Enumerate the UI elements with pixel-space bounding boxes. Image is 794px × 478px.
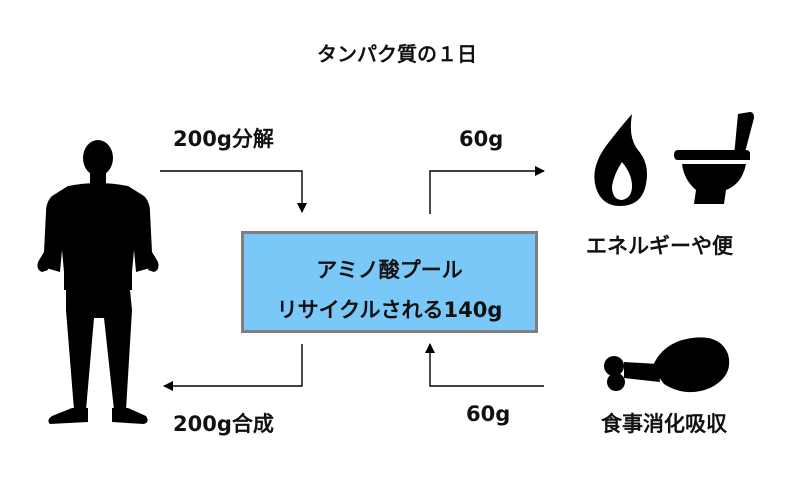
flame-icon	[594, 114, 647, 206]
person-silhouette-icon	[37, 140, 159, 424]
arrow-in	[425, 343, 544, 387]
energy-excretion-label: エネルギーや便	[586, 234, 733, 258]
pool-title: アミノ酸プール	[316, 258, 463, 282]
arrow-synthesis	[163, 344, 303, 391]
pool-recycle-amount: リサイクルされる140g	[276, 298, 503, 322]
drumstick-icon	[604, 337, 730, 393]
arrow-out	[429, 166, 545, 214]
synthesis-label: 200g合成	[173, 412, 274, 436]
in-amount-label: 60g	[466, 402, 511, 426]
amino-acid-pool-box: アミノ酸プール リサイクルされる140g	[241, 231, 538, 333]
toilet-icon	[674, 112, 754, 204]
out-amount-label: 60g	[459, 127, 504, 151]
food-absorption-label: 食事消化吸収	[601, 412, 727, 436]
breakdown-label: 200g分解	[173, 127, 274, 151]
diagram-title: タンパク質の１日	[317, 42, 477, 66]
arrow-breakdown	[160, 170, 307, 213]
